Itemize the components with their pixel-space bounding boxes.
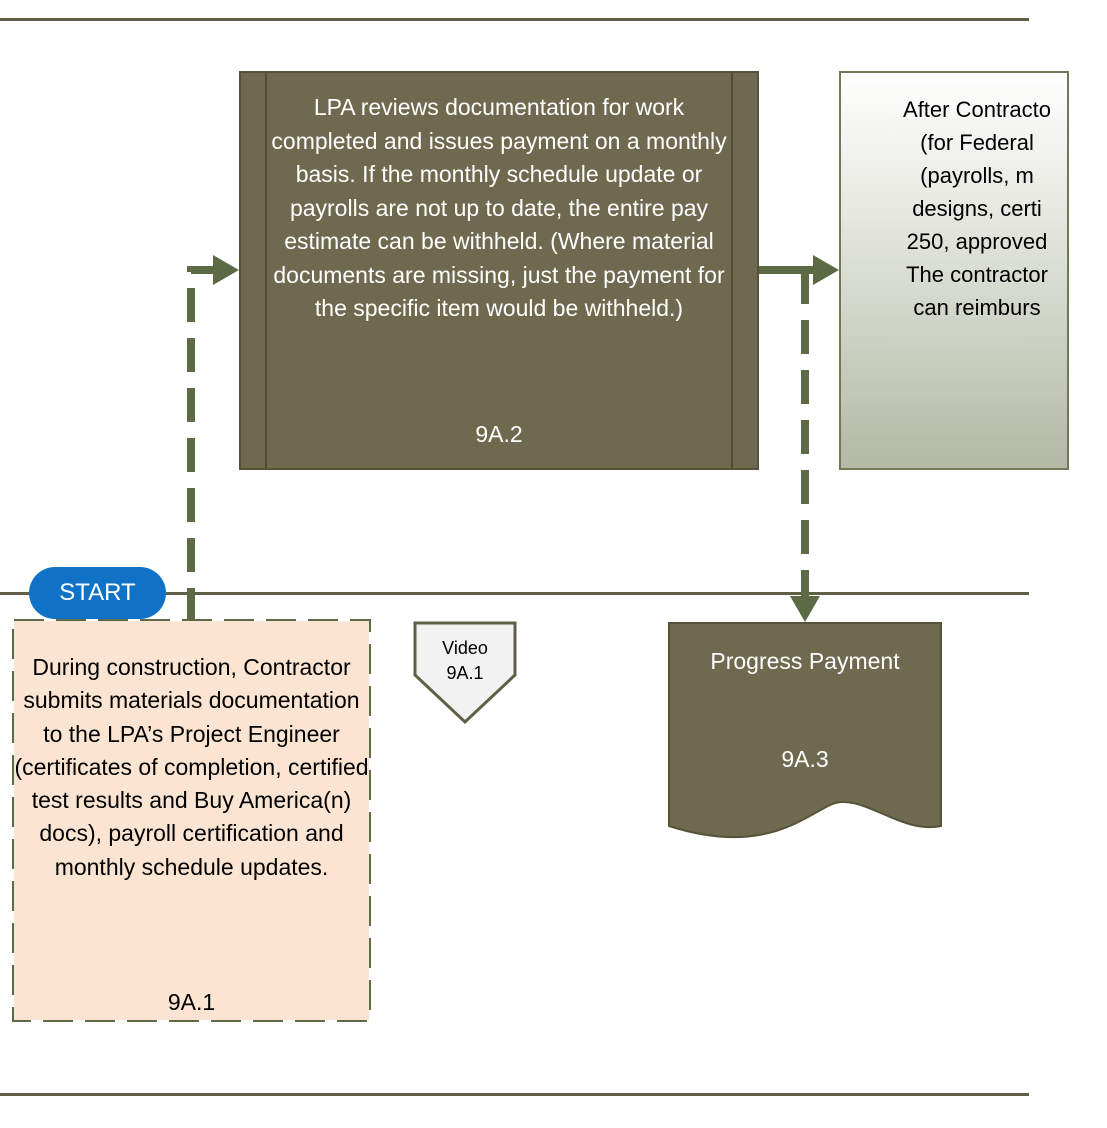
start-terminator: START [29, 567, 166, 619]
video-marker-label[interactable]: Video 9A.1 [415, 636, 515, 686]
right-process-box: After Contracto (for Federal (payrolls, … [839, 71, 1069, 470]
video-marker-line2: 9A.1 [446, 663, 484, 683]
arrowhead-to-progress-payment [790, 596, 820, 622]
process-left-bar [265, 73, 267, 468]
task-9A1-text: During construction, Contractor submits … [14, 654, 369, 880]
connector-9A1-to-9A2 [187, 266, 225, 622]
right-box-line: After Contracto [903, 97, 1051, 122]
right-box-line: (for Federal [920, 130, 1034, 155]
progress-payment-code: 9A.3 [781, 746, 829, 772]
right-box-line: The contractor [906, 262, 1048, 287]
video-marker-line1: Video [442, 638, 488, 658]
progress-payment-document-shape [668, 622, 942, 839]
offpage-connector-icon [413, 621, 517, 725]
right-box-line: (payrolls, m [920, 163, 1034, 188]
lane-divider-bottom [0, 1093, 1029, 1096]
right-box-line: designs, certi [912, 196, 1042, 221]
task-9A1-code: 9A.1 [167, 989, 216, 1015]
right-box-line: 250, approved [906, 229, 1048, 254]
arrowhead-to-right-box [813, 255, 839, 285]
lane-divider-middle [0, 592, 1029, 595]
progress-payment-title: Progress Payment [710, 648, 900, 674]
process-9A2-code: 9A.2 [475, 421, 523, 447]
right-box-text: After Contracto (for Federal (payrolls, … [847, 93, 1107, 324]
flow-connectors [12, 255, 942, 1022]
arrowhead-to-9A2 [213, 255, 239, 285]
lane-divider-top [0, 18, 1029, 21]
process-right-bar [731, 73, 733, 468]
right-box-line: can reimburs [913, 295, 1041, 320]
task-9A1: During construction, Contractor submits … [14, 621, 369, 1020]
process-9A2: LPA reviews documentation for work compl… [239, 71, 759, 470]
process-9A2-text: LPA reviews documentation for work compl… [271, 94, 727, 321]
